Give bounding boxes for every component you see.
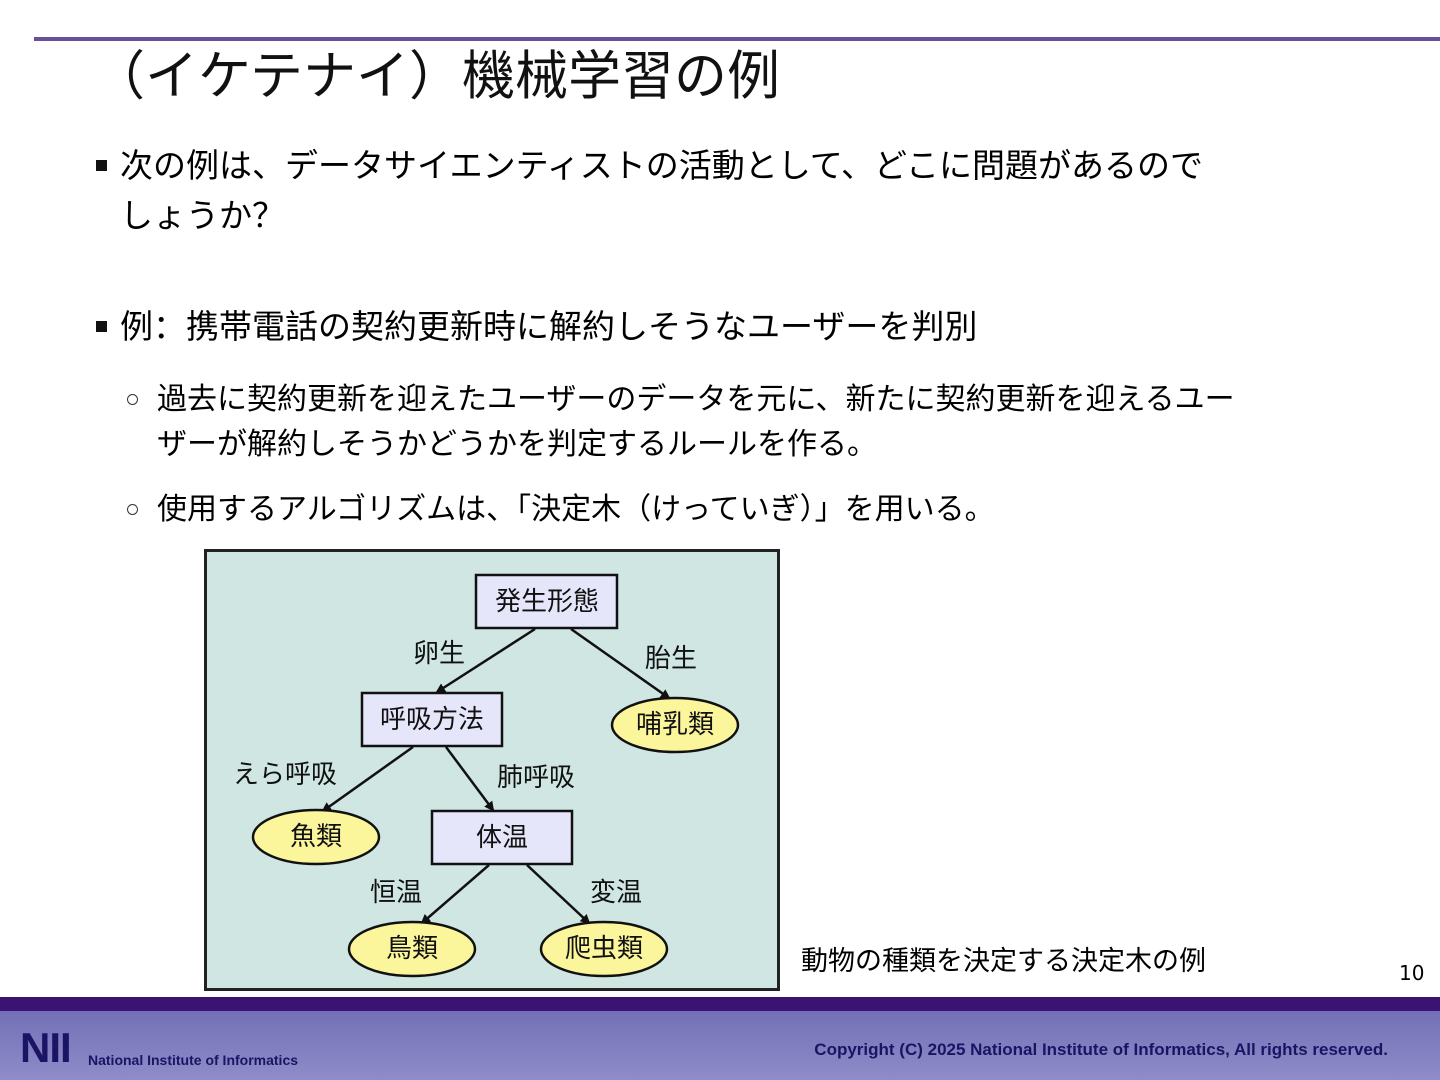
edge-root-respiration: [435, 627, 536, 694]
leaf-fish-shape: [251, 808, 381, 866]
leaf-fish-label: 魚類: [290, 822, 342, 852]
nii-logo-text: National Institute of Informatics: [88, 1052, 299, 1068]
bullet-1-line-2: しょうか？: [120, 196, 285, 235]
edge-bodytemp-bird: [420, 864, 490, 925]
edge-label-lung: 肺呼吸: [497, 763, 575, 793]
edge-root-mammal: [570, 627, 671, 700]
edge-label-oviparous: 卵生: [413, 639, 465, 669]
bullet-square-icon: [96, 321, 107, 332]
node-root-box: [474, 573, 619, 630]
decision-tree-svg: 発生形態 呼吸方法 哺乳類 魚類 体温 鳥類 爬虫類 卵生 胎生 えら呼吸 肺呼…: [233, 573, 740, 978]
edge-label-gill: えら呼吸: [233, 760, 337, 790]
leaf-reptile-shape: [539, 920, 669, 978]
node-respiration-label: 呼吸方法: [380, 705, 484, 735]
sub-bullet-2-line-1: 使用するアルゴリズムは、「決定木（けっていぎ）」を用いる。: [157, 492, 995, 527]
bullet-2-line-1: 例：携帯電話の契約更新時に解約しそうなユーザーを判別: [120, 307, 978, 346]
edge-bodytemp-reptile: [526, 864, 591, 925]
edge-label-viviparous: 胎生: [645, 644, 697, 674]
node-respiration-box: [360, 691, 504, 748]
nii-logo: NII: [20, 1024, 72, 1071]
leaf-mammal-label: 哺乳類: [636, 710, 714, 740]
copyright-text: Copyright (C) 2025 National Institute of…: [814, 1040, 1388, 1059]
sub-bullet-circle-icon: [127, 394, 138, 405]
sub-bullet-1-line-1: 過去に契約更新を迎えたユーザーのデータを元に、新たに契約更新を迎えるユー: [157, 382, 1235, 417]
slide-title: （イケテナイ）機械学習の例: [92, 46, 780, 107]
bullet-1-line-1: 次の例は、データサイエンティストの活動として、どこに問題があるので: [120, 146, 1204, 185]
leaf-bird-label: 鳥類: [386, 934, 438, 964]
leaf-bird-shape: [347, 920, 477, 978]
leaf-mammal-shape: [610, 696, 740, 754]
edge-respiration-bodytemp: [444, 746, 495, 812]
diagram-caption: 動物の種類を決定する決定木の例: [801, 946, 1206, 977]
edge-respiration-fish: [321, 745, 414, 813]
node-bodytemp-box: [430, 809, 574, 866]
sub-bullet-circle-icon: [127, 504, 138, 515]
node-bodytemp-label: 体温: [476, 823, 528, 853]
edge-label-warm: 恒温: [370, 878, 422, 908]
edge-label-cold: 変温: [590, 878, 642, 908]
footer-stripe: [0, 997, 1440, 1011]
sub-bullet-1-line-2: ザーが解約しそうかどうかを判定するルールを作る。: [157, 427, 877, 462]
title-rule: [34, 37, 1440, 41]
bullet-square-icon: [96, 160, 107, 171]
decision-tree-diagram: 発生形態 呼吸方法 哺乳類 魚類 体温 鳥類 爬虫類 卵生 胎生 えら呼吸 肺呼…: [204, 549, 780, 991]
leaf-reptile-label: 爬虫類: [565, 934, 643, 964]
page-number: 10: [1399, 961, 1425, 985]
node-root-label: 発生形態: [495, 587, 599, 617]
